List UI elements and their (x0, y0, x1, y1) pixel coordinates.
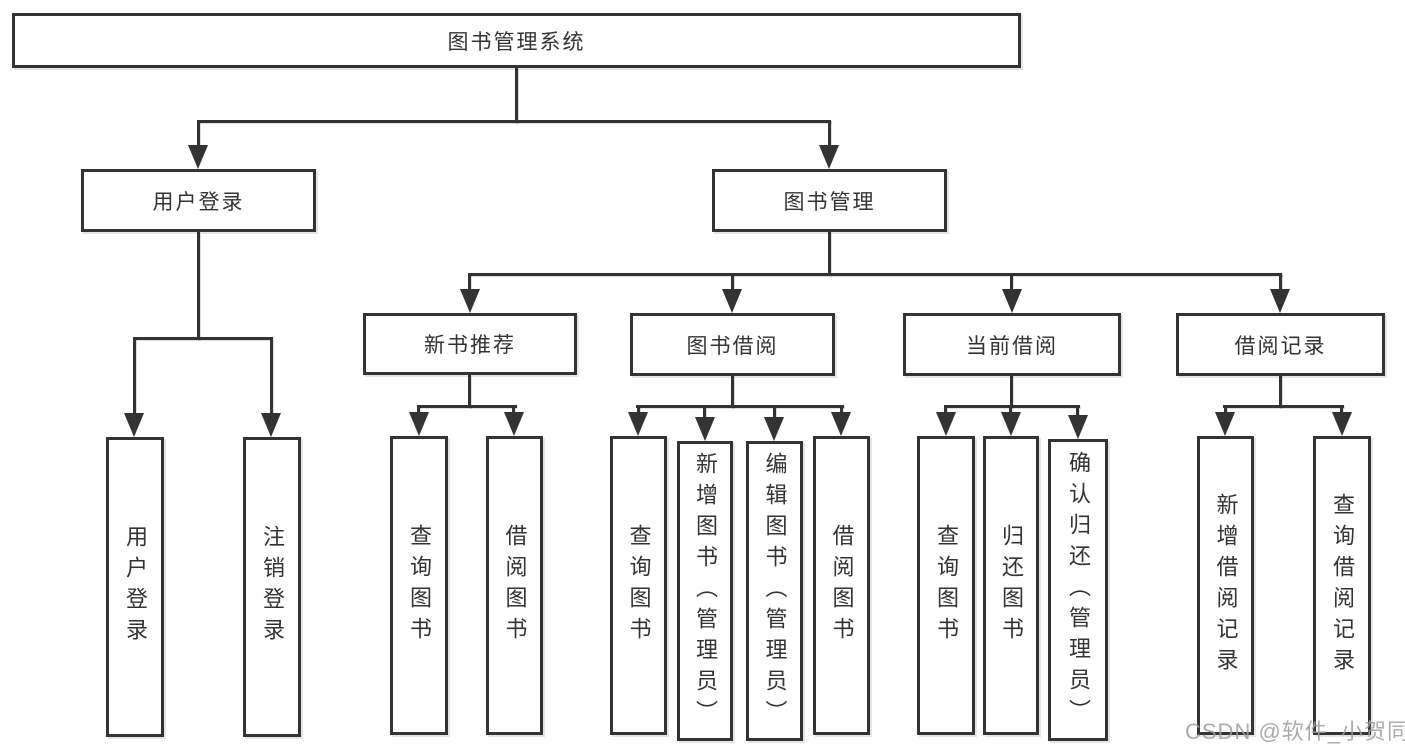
connector-book-management-vline (828, 232, 831, 276)
node-new-book-recommend: 新书推荐 (363, 313, 577, 375)
connector-stem-user-login (197, 120, 200, 148)
connector-stem-record-add (1224, 405, 1227, 414)
arrowhead-new-book-recommend (460, 289, 480, 313)
arrowhead-book-borrow (722, 289, 742, 313)
connector-borrow-hline (636, 405, 844, 408)
node-new-book-recommend-label: 新书推荐 (424, 334, 516, 357)
connector-stem-book-borrow (731, 273, 734, 292)
leaf-borrow-edit-book-label: 编辑图书（管理员） (762, 451, 788, 731)
leaf-record-query-record: 查询借阅记录 (1313, 436, 1371, 735)
leaf-borrow-query-book: 查询图书 (610, 436, 667, 735)
arrowhead-borrow-query (628, 412, 648, 436)
node-library-system: 图书管理系统 (12, 13, 1021, 68)
arrowhead-record-add (1215, 412, 1235, 436)
leaf-record-add-record: 新增借阅记录 (1197, 436, 1254, 735)
leaf-borrow-edit-book: 编辑图书（管理员） (746, 441, 803, 741)
connector-stem-logout (270, 337, 273, 416)
arrowhead-recommend-query (409, 412, 429, 436)
node-current-borrow: 当前借阅 (903, 313, 1121, 376)
arrowhead-borrow-add (695, 417, 715, 441)
connector-stem-borrow-query (637, 405, 640, 414)
leaf-borrow-borrow-book-label: 借阅图书 (829, 523, 855, 648)
arrowhead-current-borrow (1002, 289, 1022, 313)
connector-stem-recommend-query (417, 405, 420, 414)
csdn-watermark: CSDN @软件_小贺同学 (1185, 719, 1405, 744)
connector-borrow-vline (731, 375, 734, 408)
connector-stem-current-confirm (1076, 405, 1079, 417)
arrowhead-current-confirm (1068, 415, 1088, 439)
arrowhead-recommend-borrow (504, 412, 524, 436)
connector-stem-new-book-recommend (468, 273, 471, 292)
arrowhead-logout (261, 413, 281, 437)
arrowhead-record-query (1332, 412, 1352, 436)
leaf-borrow-query-book-label: 查询图书 (626, 523, 652, 648)
node-book-borrow: 图书借阅 (630, 313, 835, 376)
connector-record-vline (1279, 375, 1282, 408)
arrowhead-book-management (819, 145, 839, 169)
connector-recommend-hline (417, 405, 517, 408)
connector-stem-current-return (1009, 405, 1012, 414)
connector-root-vline (515, 68, 518, 123)
node-borrow-record-label: 借阅记录 (1234, 334, 1327, 358)
connector-level1-hline (197, 120, 831, 123)
leaf-logout: 注销登录 (243, 437, 301, 737)
connector-stem-login (133, 337, 136, 416)
connector-stem-recommend-borrow (512, 405, 515, 414)
connector-record-hline (1223, 405, 1344, 408)
leaf-current-return-book-label: 归还图书 (999, 523, 1024, 648)
connector-stem-borrow-borrow (840, 405, 843, 414)
node-book-borrow-label: 图书借阅 (686, 334, 779, 358)
connector-recommend-vline (468, 375, 471, 408)
node-user-login-label: 用户登录 (152, 190, 245, 214)
leaf-recommend-query-book-label: 查询图书 (407, 523, 432, 648)
leaf-current-query-book-label: 查询图书 (934, 523, 959, 648)
leaf-borrow-borrow-book: 借阅图书 (813, 436, 870, 735)
connector-level2-hline (468, 273, 1282, 276)
connector-stem-record-query (1340, 405, 1343, 414)
leaf-recommend-query-book: 查询图书 (390, 436, 448, 735)
node-library-system-label: 图书管理系统 (447, 30, 586, 54)
leaf-current-return-book: 归还图书 (983, 436, 1039, 735)
connector-stem-borrow-edit (773, 405, 776, 419)
leaf-borrow-add-book-label: 新增图书（管理员） (693, 451, 718, 731)
connector-stem-book-management (828, 120, 831, 148)
connector-user-login-vline (197, 232, 200, 340)
arrowhead-current-query (936, 412, 956, 436)
leaf-login-label: 用户登录 (123, 525, 148, 649)
node-user-login: 用户登录 (81, 169, 316, 232)
leaf-recommend-borrow-book-label: 借阅图书 (502, 523, 528, 648)
node-book-management: 图书管理 (712, 169, 947, 232)
node-borrow-record: 借阅记录 (1176, 313, 1385, 376)
arrowhead-borrow-borrow (831, 412, 851, 436)
arrowhead-borrow-record (1270, 289, 1290, 313)
connector-current-hline (944, 405, 1080, 408)
leaf-borrow-add-book: 新增图书（管理员） (677, 441, 733, 741)
leaf-recommend-borrow-book: 借阅图书 (486, 436, 543, 735)
leaf-current-query-book: 查询图书 (917, 436, 975, 735)
connector-stem-borrow-record (1279, 273, 1282, 292)
connector-user-login-hline (133, 337, 272, 340)
connector-stem-current-borrow (1010, 273, 1013, 292)
leaf-login: 用户登录 (106, 437, 164, 737)
connector-stem-current-query (944, 405, 947, 414)
leaf-current-confirm-return-label: 确认归还（管理员） (1066, 450, 1091, 730)
connector-current-vline (1010, 375, 1013, 408)
arrowhead-login (124, 413, 144, 437)
arrowhead-user-login (188, 145, 208, 169)
leaf-current-confirm-return: 确认归还（管理员） (1048, 439, 1108, 741)
arrowhead-borrow-edit (764, 417, 784, 441)
arrowhead-current-return (1001, 412, 1021, 436)
leaf-record-query-record-label: 查询借阅记录 (1330, 492, 1355, 679)
leaf-record-add-record-label: 新增借阅记录 (1213, 492, 1239, 679)
node-current-borrow-label: 当前借阅 (966, 334, 1058, 358)
node-book-management-label: 图书管理 (783, 190, 876, 214)
leaf-logout-label: 注销登录 (260, 525, 285, 649)
connector-stem-borrow-add (703, 405, 706, 419)
